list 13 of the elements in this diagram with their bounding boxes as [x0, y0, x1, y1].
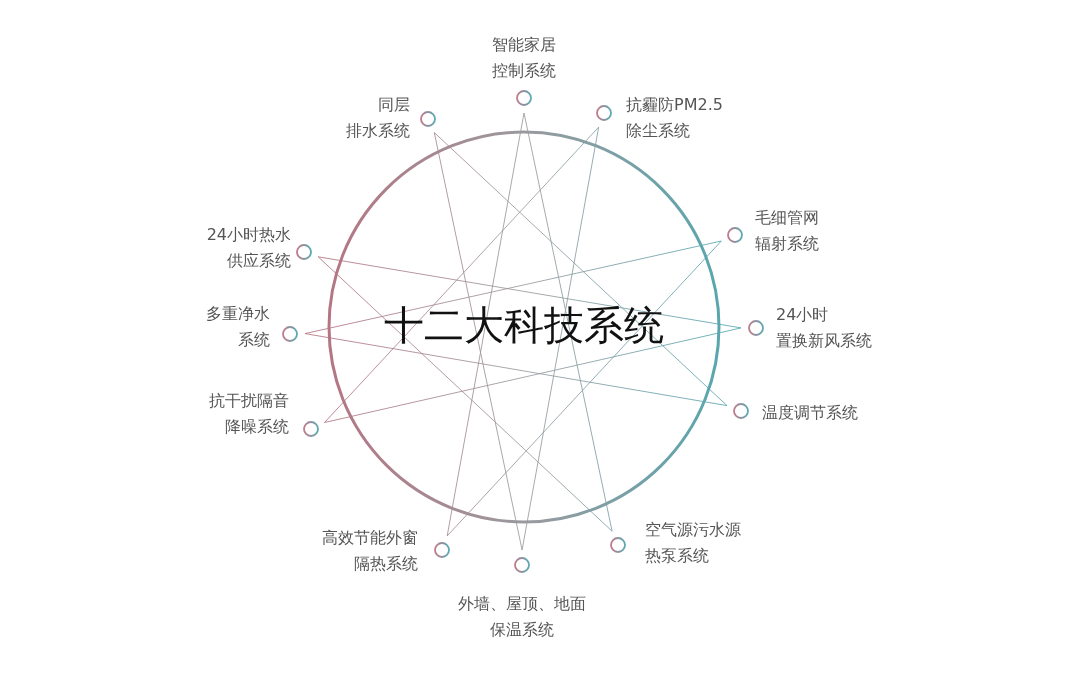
system-label: 24小时热水供应系统	[206, 222, 291, 274]
system-label: 温度调节系统	[762, 400, 858, 426]
system-label: 抗霾防PM2.5除尘系统	[626, 92, 723, 144]
system-label: 抗干扰隔音降噪系统	[209, 388, 289, 440]
system-label: 空气源污水源热泵系统	[645, 517, 741, 569]
system-label: 24小时置换新风系统	[776, 302, 872, 354]
system-label: 多重净水系统	[206, 301, 270, 353]
system-label: 同层排水系统	[346, 92, 410, 144]
system-label: 毛细管网辐射系统	[755, 205, 819, 257]
system-label: 高效节能外窗隔热系统	[322, 525, 418, 577]
system-label: 智能家居控制系统	[492, 32, 556, 84]
diagram-title: 十二大科技系统	[384, 301, 664, 349]
system-label: 外墙、屋顶、地面保温系统	[458, 591, 586, 643]
